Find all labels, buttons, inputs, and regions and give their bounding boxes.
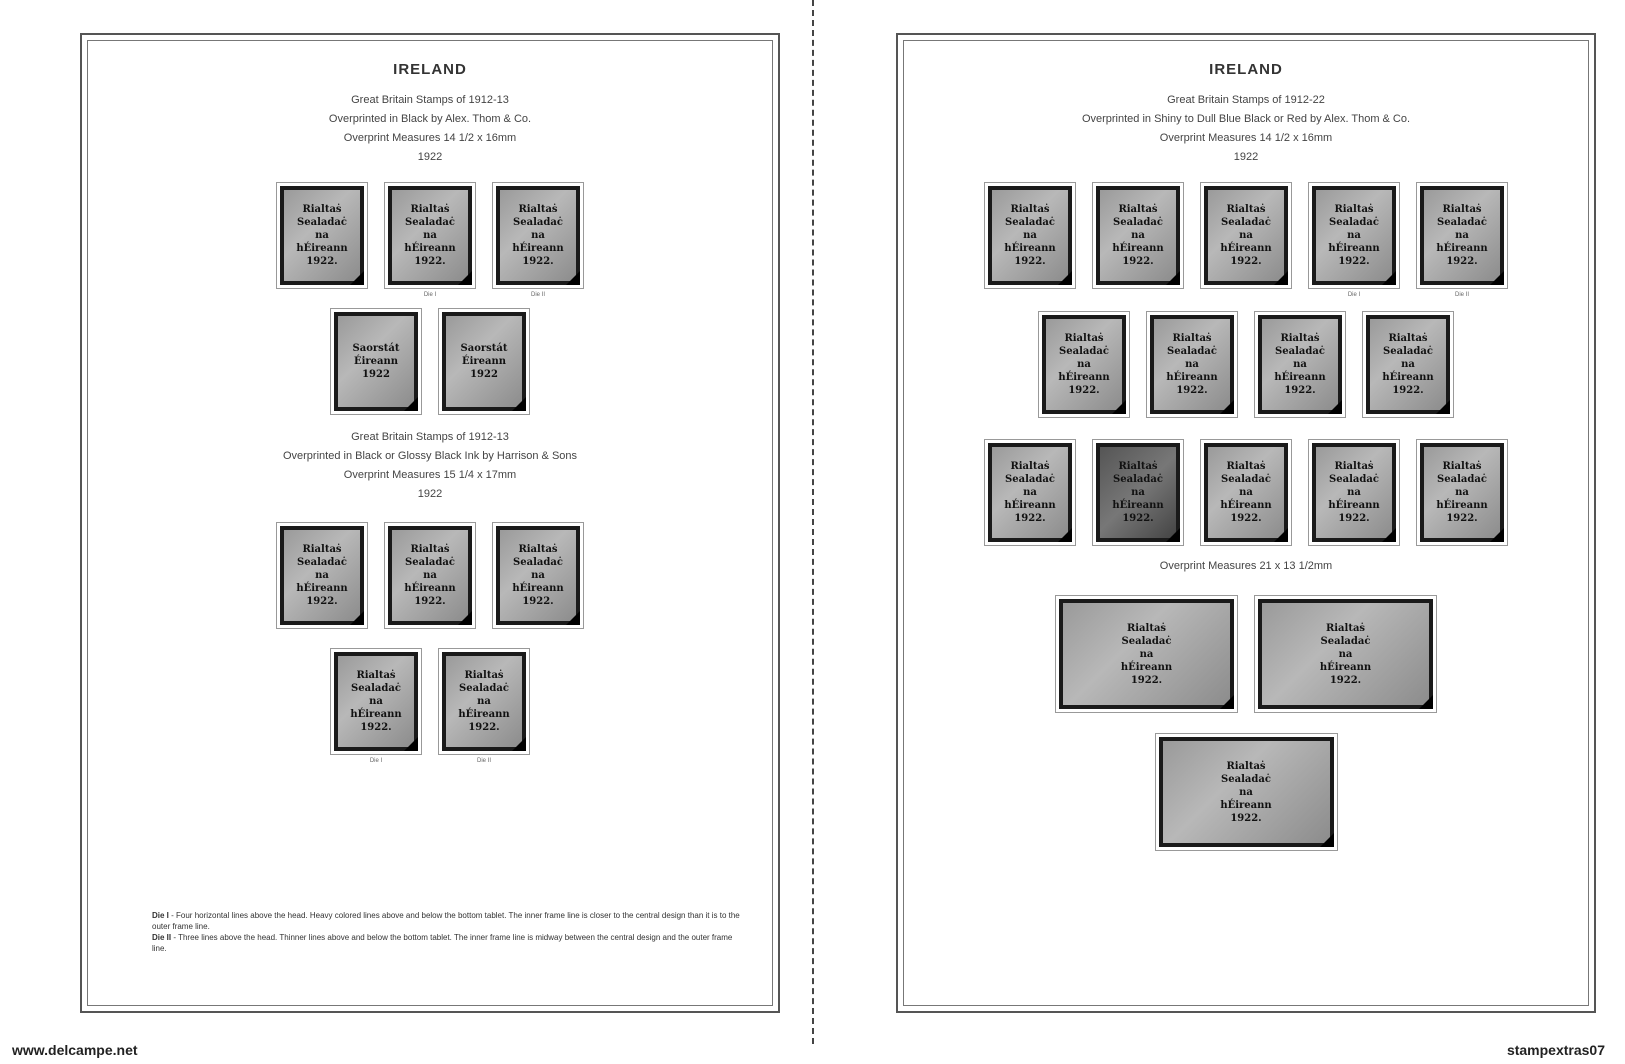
mount-corner (1274, 528, 1288, 542)
mount-corner (1328, 400, 1342, 414)
mount-corner (1436, 400, 1450, 414)
section-header: Great Britain Stamps of 1912-13 Overprin… (328, 94, 532, 163)
die-caption: Die II (1454, 292, 1469, 298)
mount-corner (566, 271, 580, 285)
die-caption: Die I (1347, 292, 1361, 298)
footer-seller: stampextras07 (1506, 1042, 1605, 1058)
mount-corner (1058, 528, 1072, 542)
mount-corner (1166, 271, 1180, 285)
mount-corner (566, 611, 580, 625)
page-title: IRELAND (393, 61, 467, 78)
die-caption: Die II (530, 292, 545, 298)
mount-corner (1220, 695, 1234, 709)
mount-corner (1274, 271, 1288, 285)
mount-corner (1382, 528, 1396, 542)
die-notes: Die I - Four horizontal lines above the … (152, 911, 740, 953)
die-caption: Die I (423, 292, 437, 298)
page-divider (812, 0, 814, 1044)
mount-corner (1382, 271, 1396, 285)
mount-corner (1220, 400, 1234, 414)
mount-corner (1319, 833, 1334, 847)
mount-corner (404, 397, 418, 411)
mount-corner (1058, 271, 1072, 285)
mount-corner (404, 737, 418, 751)
page-title: IRELAND (1209, 61, 1283, 78)
album-page-right: IRELAND Great Britain Stamps of 1912-22 … (896, 33, 1596, 1013)
mount-corner (1490, 271, 1504, 285)
mount-corner (458, 271, 472, 285)
section-header: Great Britain Stamps of 1912-22 Overprin… (1081, 94, 1411, 163)
die-caption: Die II (476, 758, 491, 764)
section-header: Overprint Measures 21 x 13 1/2mm (1159, 560, 1333, 572)
die-caption: Die I (369, 758, 383, 764)
mount-corner (350, 271, 364, 285)
mount-corner (350, 611, 364, 625)
mount-corner (1490, 528, 1504, 542)
mount-corner (1419, 695, 1433, 709)
footer-site: www.delcampe.net (12, 1042, 138, 1058)
album-page-left: IRELAND Great Britain Stamps of 1912-13 … (80, 33, 780, 1013)
mount-corner (458, 611, 472, 625)
mount-corner (1112, 400, 1126, 414)
mount-corner (512, 737, 526, 751)
mount-corner (1166, 528, 1180, 542)
section-header: Great Britain Stamps of 1912-13 Overprin… (282, 431, 578, 500)
mount-corner (512, 397, 526, 411)
